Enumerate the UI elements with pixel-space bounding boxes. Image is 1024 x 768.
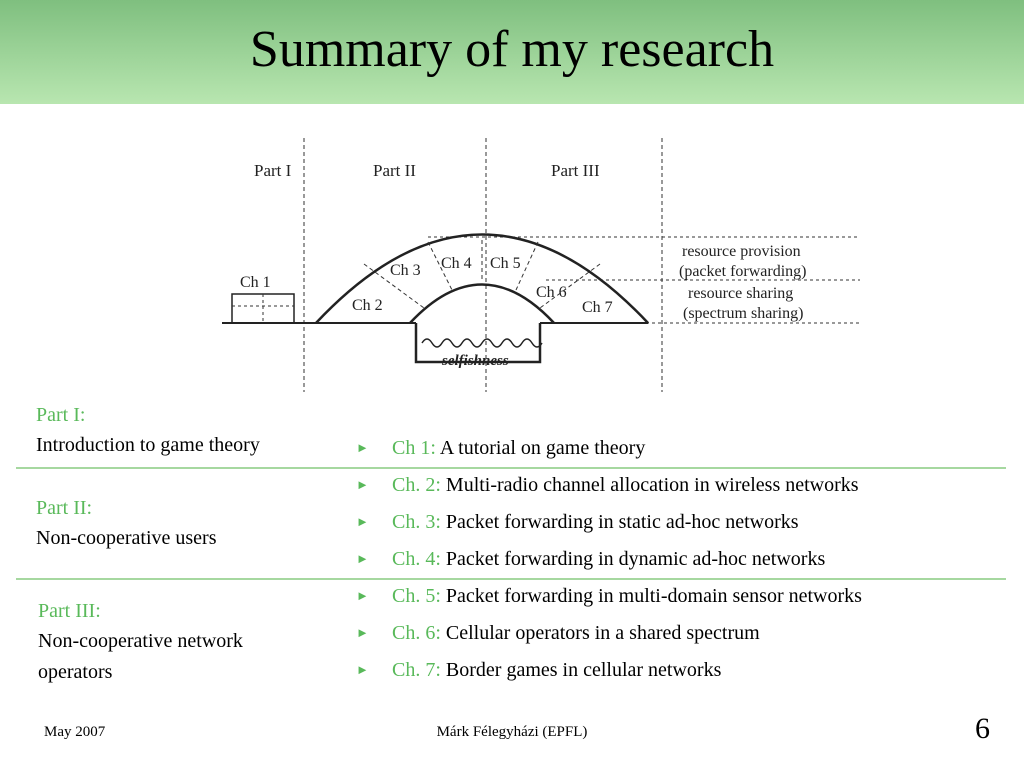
outer-arch (315, 233, 649, 324)
title-bar (0, 0, 1024, 104)
part-1-label: Part I: (36, 404, 86, 426)
bullet-arrow-icon: ► (356, 440, 369, 455)
bullet-arrow-icon: ► (356, 477, 369, 492)
chapter-item: ► Ch. 2: Multi-radio channel allocation i… (356, 474, 859, 497)
chapter-label: Ch 5 (490, 255, 521, 272)
right-label: (packet forwarding) (679, 263, 807, 280)
selfishness-pit (414, 323, 542, 364)
selfishness-label: selfishness (441, 353, 509, 369)
chapter-title: Border games in cellular networks (445, 659, 722, 681)
chapter-title: Cellular operators in a shared spectrum (445, 622, 760, 644)
part-divider (16, 578, 1006, 580)
chapter-title: Packet forwarding in static ad-hoc netwo… (445, 511, 799, 533)
chapter-title: A tutorial on game theory (439, 437, 646, 459)
part-3-description-line-1: Non-cooperative network (38, 630, 243, 652)
chapter-label: Ch 3 (390, 262, 421, 279)
bullet-arrow-icon: ► (356, 588, 369, 603)
chapter-item: ► Ch. 4: Packet forwarding in dynamic ad-… (356, 548, 825, 571)
chapter-item: ► Ch. 3: Packet forwarding in static ad-h… (356, 511, 799, 534)
page-number: 6 (975, 712, 990, 745)
chapter-label: Ch 4 (441, 255, 472, 272)
bullet-arrow-icon: ► (356, 625, 369, 640)
slide-title: Summary of my research (249, 21, 775, 78)
chapter-title: Packet forwarding in dynamic ad-hoc netw… (445, 548, 826, 570)
part-divider (16, 467, 1006, 469)
chapter-number: Ch. 7: (392, 659, 441, 681)
diagram-part-label: Part III (551, 161, 600, 180)
diagram-part-label: Part II (373, 161, 416, 180)
footer-date: May 2007 (44, 724, 106, 740)
chapter-number: Ch. 2: (392, 474, 441, 496)
chapter-label: Ch 2 (352, 297, 383, 314)
right-label: resource provision (682, 243, 801, 260)
chapter-item: ► Ch. 5: Packet forwarding in multi-domai… (356, 585, 862, 608)
bullet-arrow-icon: ► (356, 551, 369, 566)
chapter-number: Ch. 5: (392, 585, 441, 607)
chapter-number: Ch. 4: (392, 548, 441, 570)
chapter-item: ► Ch. 7: Border games in cellular network… (356, 659, 721, 682)
footer-author: Márk Félegyházi (EPFL) (436, 724, 588, 740)
chapter-label: Ch 7 (582, 299, 613, 316)
selfishness-wave (421, 338, 543, 348)
inner-arch (409, 283, 555, 324)
part-3-description-line-2: operators (38, 661, 113, 683)
chapter-number: Ch 1: (392, 437, 436, 459)
right-label: (spectrum sharing) (683, 305, 803, 322)
part-3-label: Part III: (38, 600, 101, 622)
chapter-item: ► Ch. 6: Cellular operators in a shared s… (356, 622, 760, 645)
chapter-item: ► Ch 1: A tutorial on game theory (356, 437, 645, 460)
right-label: resource sharing (688, 285, 793, 302)
bullet-arrow-icon: ► (356, 662, 369, 677)
chapter-label: Ch 6 (536, 284, 567, 301)
part-1-description: Introduction to game theory (36, 434, 260, 456)
diagram-part-label: Part I (254, 161, 292, 180)
research-structure-diagram: Part I Part II Part III Ch 1 Ch 2 Ch 3 C… (222, 138, 860, 392)
chapter-title: Packet forwarding in multi-domain sensor… (445, 585, 862, 607)
bullet-arrow-icon: ► (356, 514, 369, 529)
part-2-description: Non-cooperative users (36, 527, 217, 549)
chapter-label: Ch 1 (240, 274, 271, 291)
chapter-number: Ch. 3: (392, 511, 441, 533)
chapter-title: Multi-radio channel allocation in wirele… (445, 474, 859, 496)
chapter-number: Ch. 6: (392, 622, 441, 644)
part-2-label: Part II: (36, 497, 93, 519)
